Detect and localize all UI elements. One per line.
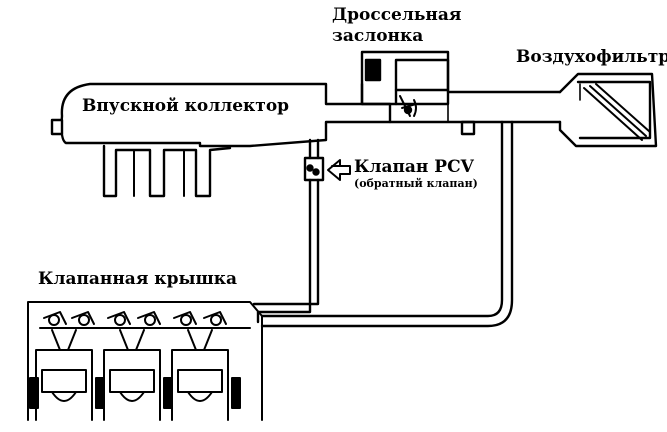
pcv-hose-shape [252, 138, 351, 324]
valve-train [43, 311, 227, 326]
throttle-label-line2: заслонка [332, 26, 424, 46]
engine-shape [27, 301, 263, 421]
fresh-air-pipe-shape [260, 120, 514, 328]
throttle-body-shape [360, 50, 450, 117]
valve-cover-label: Клапанная крышка [38, 269, 238, 289]
intake-manifold-label: Впускной коллектор [82, 96, 290, 116]
throttle-label-line1: Дроссельная [332, 5, 462, 25]
air-filter-shape [558, 72, 658, 148]
intake-manifold-shape [50, 82, 392, 198]
air-duct-shape [388, 90, 562, 136]
pcv-valve-note: (обратный клапан) [354, 177, 478, 190]
air-filter-label: Воздухофильтр [516, 47, 667, 67]
pcv-valve-label: Клапан PCV [354, 157, 474, 177]
